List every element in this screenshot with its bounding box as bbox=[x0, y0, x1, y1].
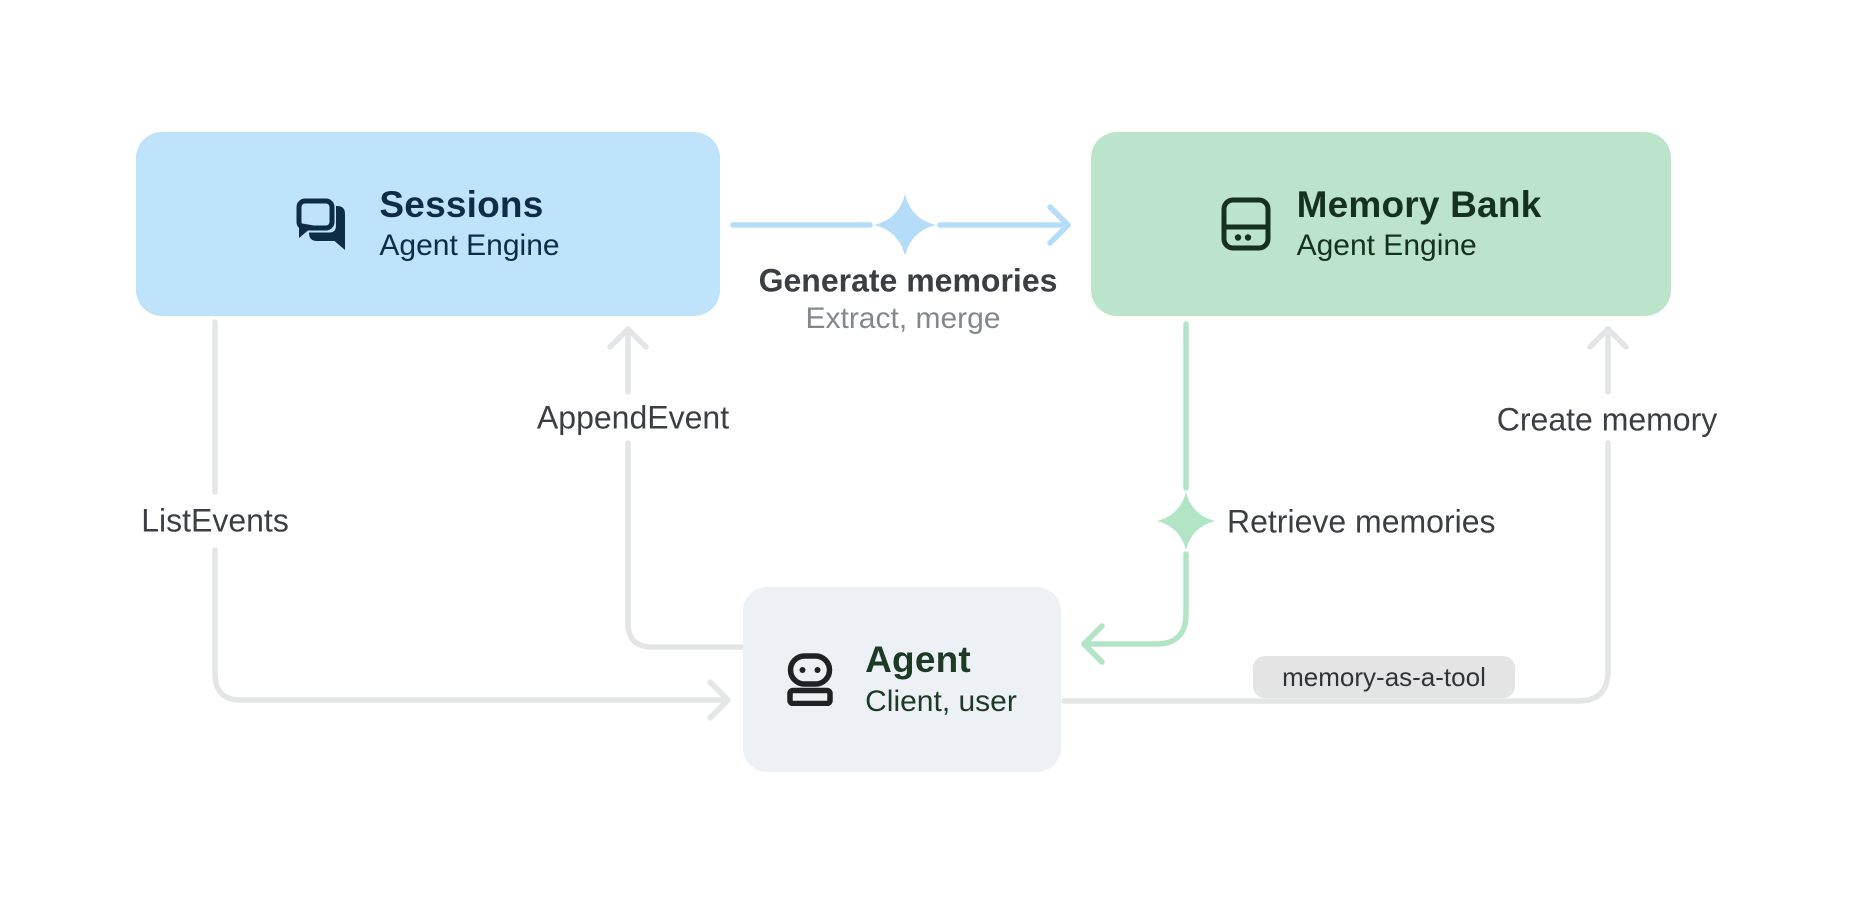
gemini-sparkle-green-icon bbox=[1157, 492, 1215, 550]
generate-memories-arrow bbox=[730, 194, 1071, 256]
retrieve-memories-arrow bbox=[1081, 321, 1215, 665]
chat-forum-icon bbox=[296, 198, 353, 251]
extract-merge-sublabel: Extract, merge bbox=[805, 302, 1001, 335]
memory-as-a-tool-badge: memory-as-a-tool bbox=[1253, 656, 1515, 698]
retrieve-memories-label: Retrieve memories bbox=[1227, 503, 1496, 540]
sessions-subtitle: Agent Engine bbox=[379, 229, 560, 263]
node-agent: Agent Client, user bbox=[743, 587, 1061, 772]
robot-icon bbox=[787, 653, 833, 706]
gemini-sparkle-blue-icon bbox=[874, 194, 936, 256]
storage-drive-icon bbox=[1221, 197, 1271, 251]
generate-memories-label: Generate memories bbox=[758, 262, 1058, 299]
agent-title: Agent bbox=[865, 639, 971, 681]
memory-bank-title: Memory Bank bbox=[1296, 183, 1542, 225]
node-sessions: Sessions Agent Engine bbox=[136, 132, 720, 316]
create-memory-arrow bbox=[1061, 326, 1629, 704]
append-event-label: AppendEvent bbox=[536, 399, 730, 436]
sessions-title: Sessions bbox=[379, 183, 544, 225]
agent-subtitle: Client, user bbox=[865, 684, 1017, 718]
list-events-arrow bbox=[212, 319, 731, 721]
list-events-label: ListEvents bbox=[141, 502, 289, 539]
append-event-arrow bbox=[607, 326, 747, 650]
memory-bank-subtitle: Agent Engine bbox=[1296, 229, 1477, 263]
create-memory-label: Create memory bbox=[1496, 401, 1718, 438]
node-memory-bank: Memory Bank Agent Engine bbox=[1091, 132, 1671, 316]
